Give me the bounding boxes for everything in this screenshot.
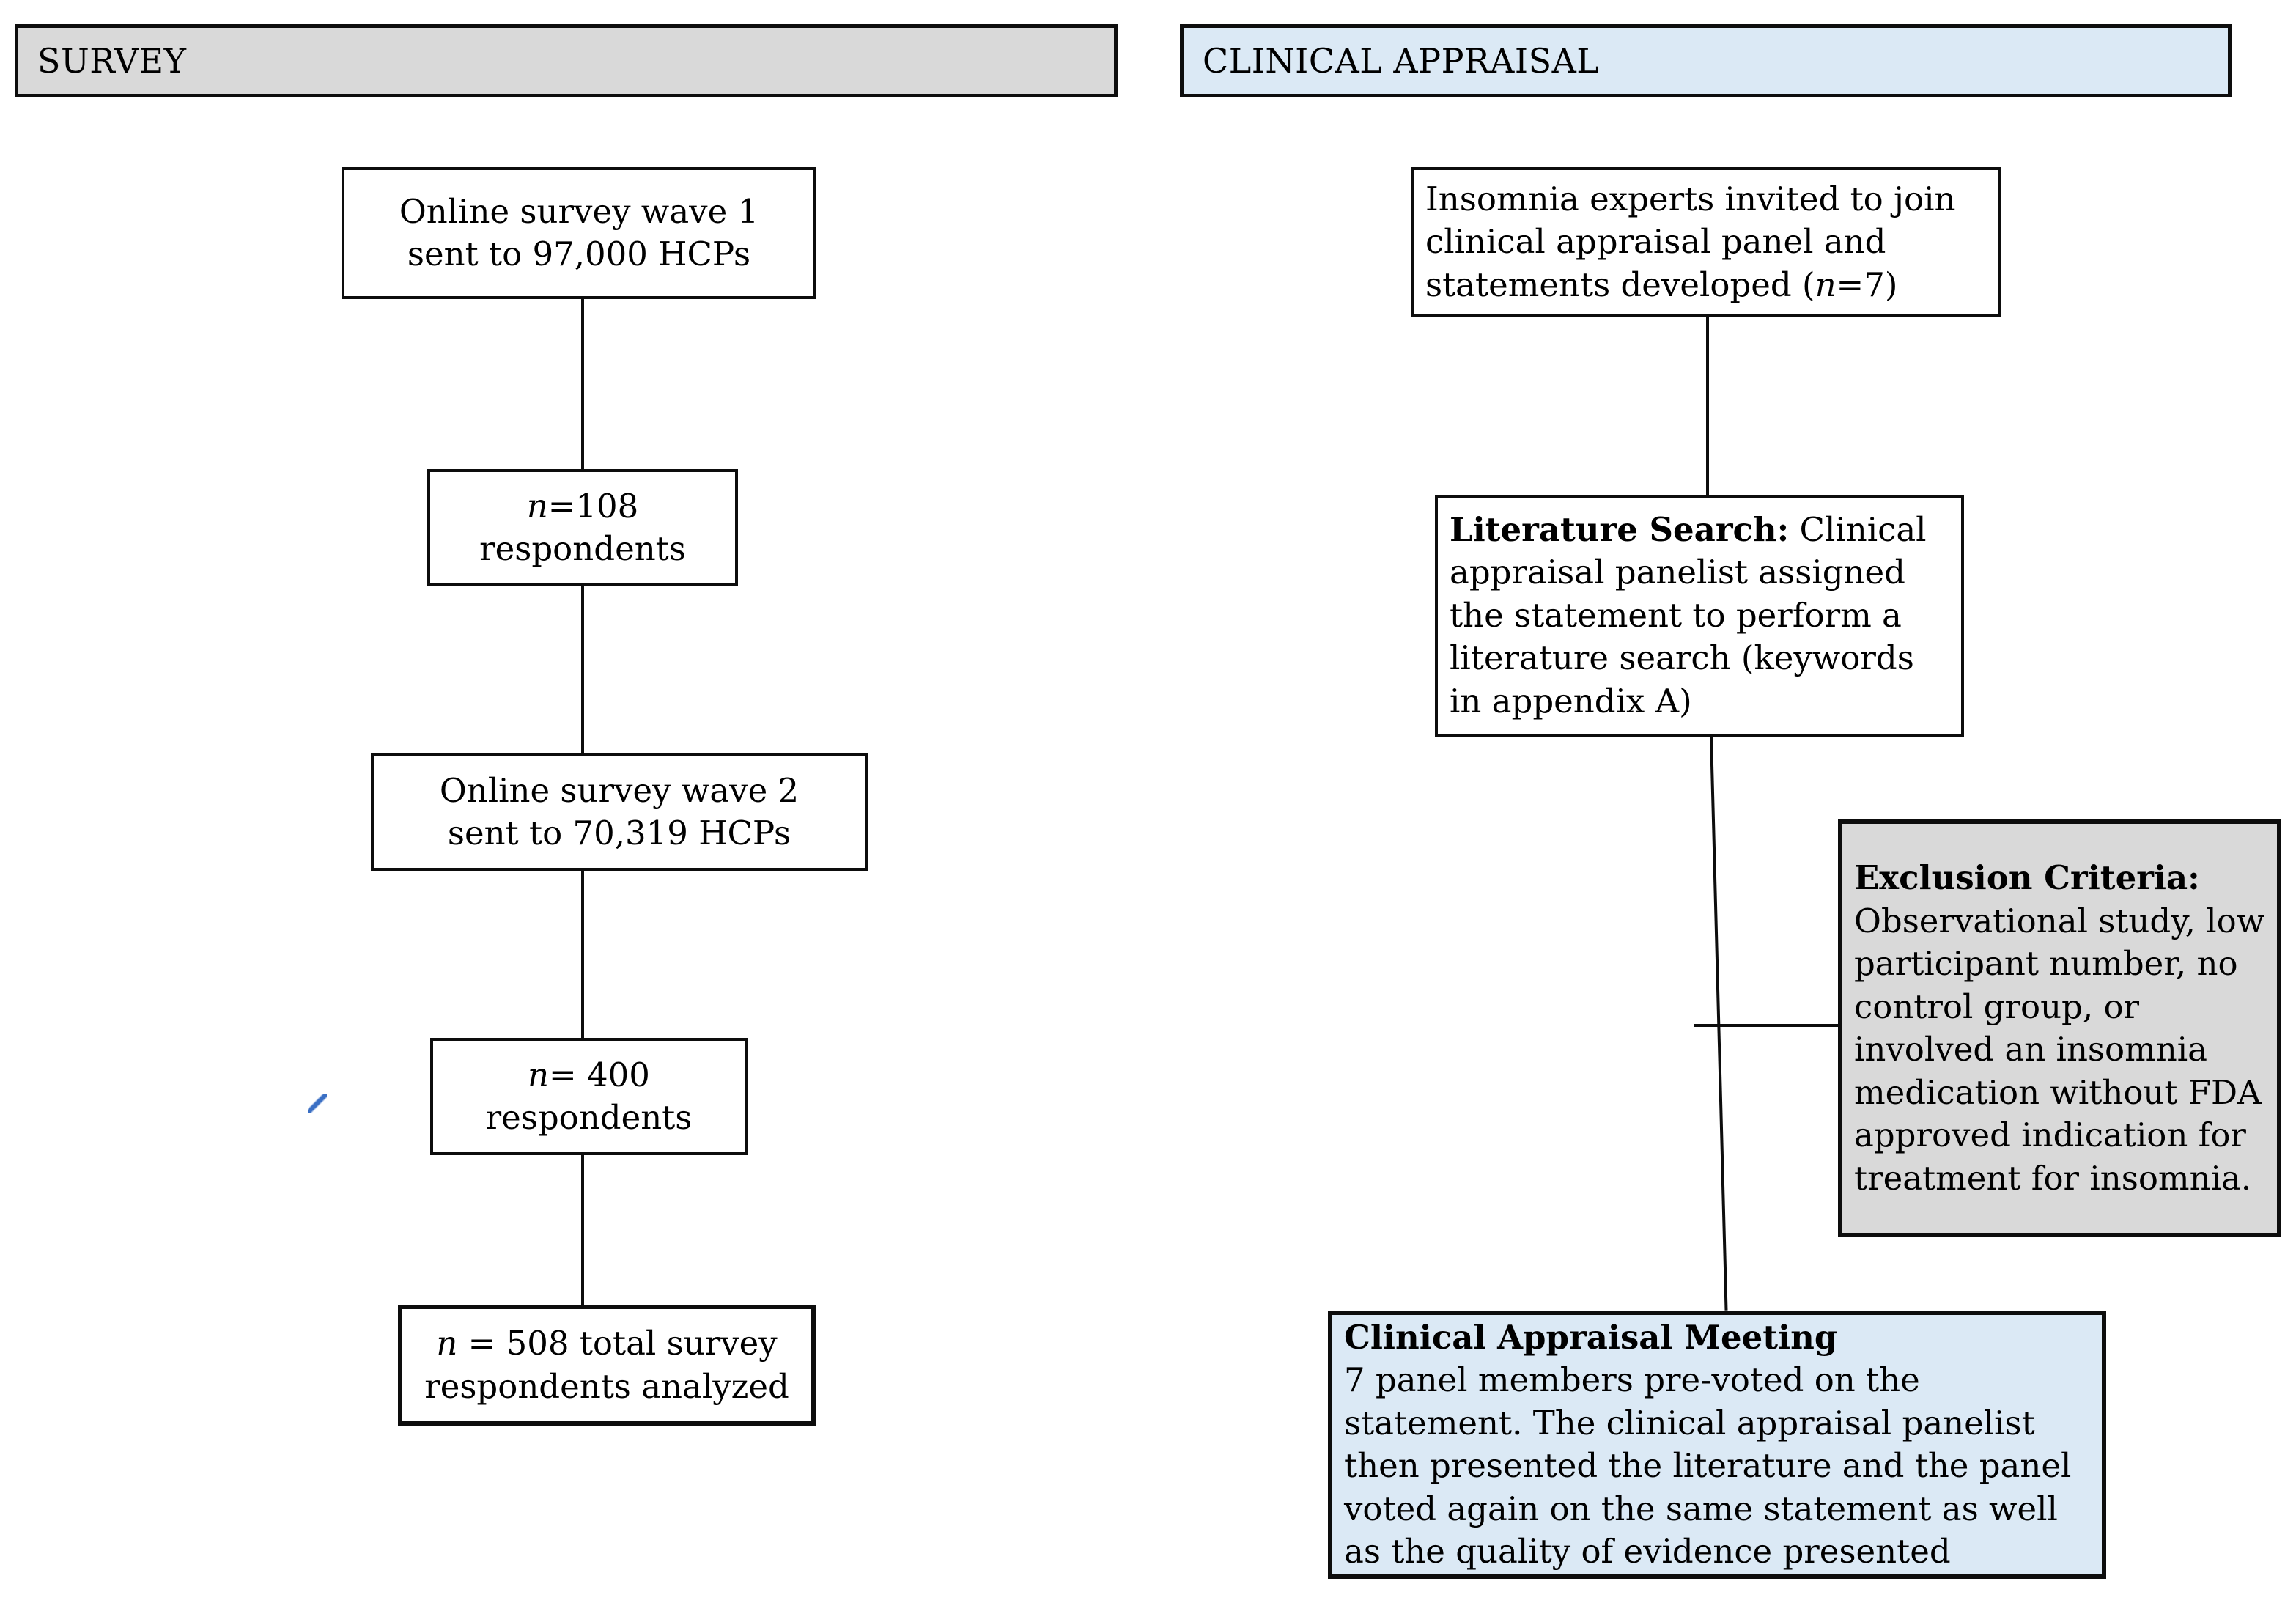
respondents2-label: respondents: [485, 1098, 693, 1137]
respondents1-label: respondents: [479, 529, 686, 568]
node-exclusion-criteria: Exclusion Criteria: Observational study, …: [1838, 819, 2281, 1237]
respondents1-count-line: n=108: [442, 485, 723, 528]
node-online-survey-wave-1: Online survey wave 1 sent to 97,000 HCPs: [342, 167, 816, 299]
n-symbol: n: [526, 486, 548, 526]
respondents2-count-value: = 400: [549, 1055, 650, 1094]
wave1-line-2: sent to 97,000 HCPs: [407, 235, 751, 273]
respondents2-count-line: n= 400: [445, 1054, 733, 1097]
experts-text-before: Insomnia experts invited to join clinica…: [1425, 179, 1956, 304]
n-symbol: n: [436, 1324, 458, 1363]
connector-respondents1-to-wave2: [581, 586, 584, 753]
exclusion-criteria-body: Observational study, low participant num…: [1854, 901, 2265, 1198]
literature-search-body: Clinical appraisal panelist assigned the…: [1450, 509, 1927, 721]
wave2-line-2: sent to 70,319 HCPs: [447, 814, 791, 852]
connector-branch-to-exclusion-criteria: [1694, 1024, 1841, 1027]
literature-search-text: Literature Search: Clinical appraisal pa…: [1438, 509, 1961, 723]
node-literature-search: Literature Search: Clinical appraisal pa…: [1435, 495, 1964, 737]
connector-wave2-to-respondents2: [581, 871, 584, 1038]
exclusion-criteria-text: Exclusion Criteria: Observational study, …: [1842, 857, 2277, 1200]
meeting-title: Clinical Appraisal Meeting: [1344, 1317, 1838, 1357]
experts-text-after: =7): [1836, 265, 1898, 304]
survey-header-label: SURVEY: [37, 40, 187, 81]
node-wave-2-respondents: n= 400 respondents: [430, 1038, 748, 1155]
meeting-body: 7 panel members pre-voted on the stateme…: [1344, 1360, 2072, 1571]
node-online-survey-wave-2: Online survey wave 2 sent to 70,319 HCPs: [371, 753, 868, 871]
stray-ink-mark: [308, 1094, 327, 1113]
clinical-appraisal-column-header: CLINICAL APPRAISAL: [1180, 24, 2232, 97]
total-count-value: = 508 total survey: [457, 1324, 778, 1363]
wave2-line-1: Online survey wave 2: [439, 770, 800, 810]
node-total-survey-respondents: n = 508 total survey respondents analyze…: [398, 1305, 816, 1426]
literature-search-title: Literature Search:: [1450, 509, 1790, 549]
n-symbol: n: [1815, 265, 1837, 304]
n-symbol: n: [528, 1055, 550, 1094]
connector-respondents2-to-total: [581, 1155, 584, 1305]
respondents1-count-value: =108: [547, 486, 639, 526]
total-label: respondents analyzed: [424, 1366, 789, 1406]
connector-experts-to-literature-search: [1706, 317, 1709, 495]
node-wave-1-respondents: n=108 respondents: [427, 469, 738, 586]
exclusion-criteria-title: Exclusion Criteria:: [1854, 858, 2200, 897]
total-count-line: n = 508 total survey: [414, 1322, 800, 1366]
appraisal-header-label: CLINICAL APPRAISAL: [1203, 40, 1600, 81]
node-insomnia-experts-invited: Insomnia experts invited to join clinica…: [1411, 167, 2001, 317]
survey-column-header: SURVEY: [15, 24, 1118, 97]
wave1-line-1: Online survey wave 1: [399, 191, 759, 231]
experts-text: Insomnia experts invited to join clinica…: [1414, 178, 1998, 307]
connector-wave1-to-respondents1: [581, 299, 584, 469]
